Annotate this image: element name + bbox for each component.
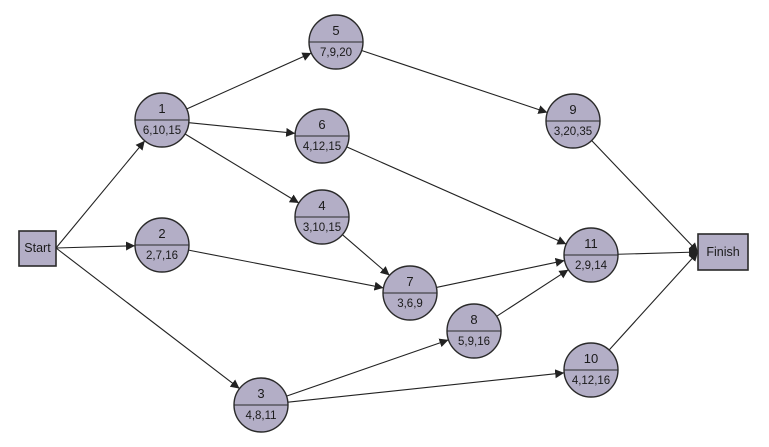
edge-7-to-11 (436, 257, 565, 288)
activity-node-4: 4 3,10,15 (294, 189, 350, 245)
activity-node-8: 8 5,9,16 (446, 303, 502, 359)
finish-node: Finish (697, 233, 749, 271)
edge-1-to-6 (188, 122, 296, 137)
edge-start-to-2 (55, 241, 136, 251)
activity-id: 1 (158, 101, 165, 116)
activity-estimates: 2,7,16 (146, 250, 178, 262)
start-label: Start (24, 241, 51, 255)
activity-node-3: 3 4,8,11 (233, 377, 289, 433)
edge-1-to-4 (184, 133, 300, 204)
edge-3-to-8 (286, 338, 449, 397)
activity-estimates: 7,9,20 (320, 47, 352, 59)
edge-2-to-7 (188, 249, 384, 291)
activity-id: 8 (470, 312, 477, 327)
activity-node-6: 6 4,12,15 (294, 108, 350, 164)
activity-id: 9 (569, 102, 576, 117)
edge-1-to-5 (186, 52, 312, 110)
activity-id: 10 (584, 351, 598, 366)
activity-estimates: 3,20,35 (554, 126, 592, 138)
activity-node-1: 1 6,10,15 (134, 92, 190, 148)
finish-label: Finish (706, 245, 739, 259)
activity-estimates: 4,12,15 (303, 141, 341, 153)
start-box (18, 230, 57, 267)
edge-start-to-3 (55, 247, 240, 390)
activity-id: 2 (158, 226, 165, 241)
edge-4-to-7 (342, 234, 390, 276)
edge-6-to-11 (346, 146, 567, 245)
activity-id: 7 (406, 274, 413, 289)
activity-estimates: 6,10,15 (143, 125, 181, 137)
start-node: Start (18, 230, 57, 267)
activity-estimates: 5,9,16 (458, 336, 490, 348)
activity-id: 6 (318, 117, 325, 132)
activity-estimates: 4,8,11 (245, 410, 276, 422)
activity-id: 11 (584, 236, 598, 251)
edge-11-to-finish (617, 247, 699, 257)
activity-estimates: 3,6,9 (397, 298, 423, 310)
edges-layer (55, 50, 699, 403)
edge-9-to-finish (591, 140, 699, 253)
activity-estimates: 3,10,15 (303, 222, 341, 234)
activity-id: 4 (318, 198, 325, 213)
edge-8-to-11 (496, 269, 569, 317)
activity-estimates: 4,12,16 (572, 375, 610, 387)
activity-id: 3 (257, 386, 264, 401)
activity-id: 5 (332, 23, 339, 38)
edge-3-to-10 (287, 369, 565, 403)
activity-node-7: 7 3,6,9 (382, 265, 438, 321)
activity-node-9: 9 3,20,35 (545, 93, 601, 149)
edge-start-to-1 (55, 140, 146, 249)
edge-10-to-finish (608, 251, 699, 351)
edge-5-to-9 (361, 50, 548, 114)
activity-node-10: 10 4,12,16 (563, 342, 619, 398)
finish-box (697, 233, 749, 271)
activity-node-2: 2 2,7,16 (134, 217, 190, 273)
activity-node-11: 11 2,9,14 (563, 227, 619, 283)
activity-estimates: 2,9,14 (575, 260, 608, 272)
activity-node-5: 5 7,9,20 (308, 14, 364, 70)
